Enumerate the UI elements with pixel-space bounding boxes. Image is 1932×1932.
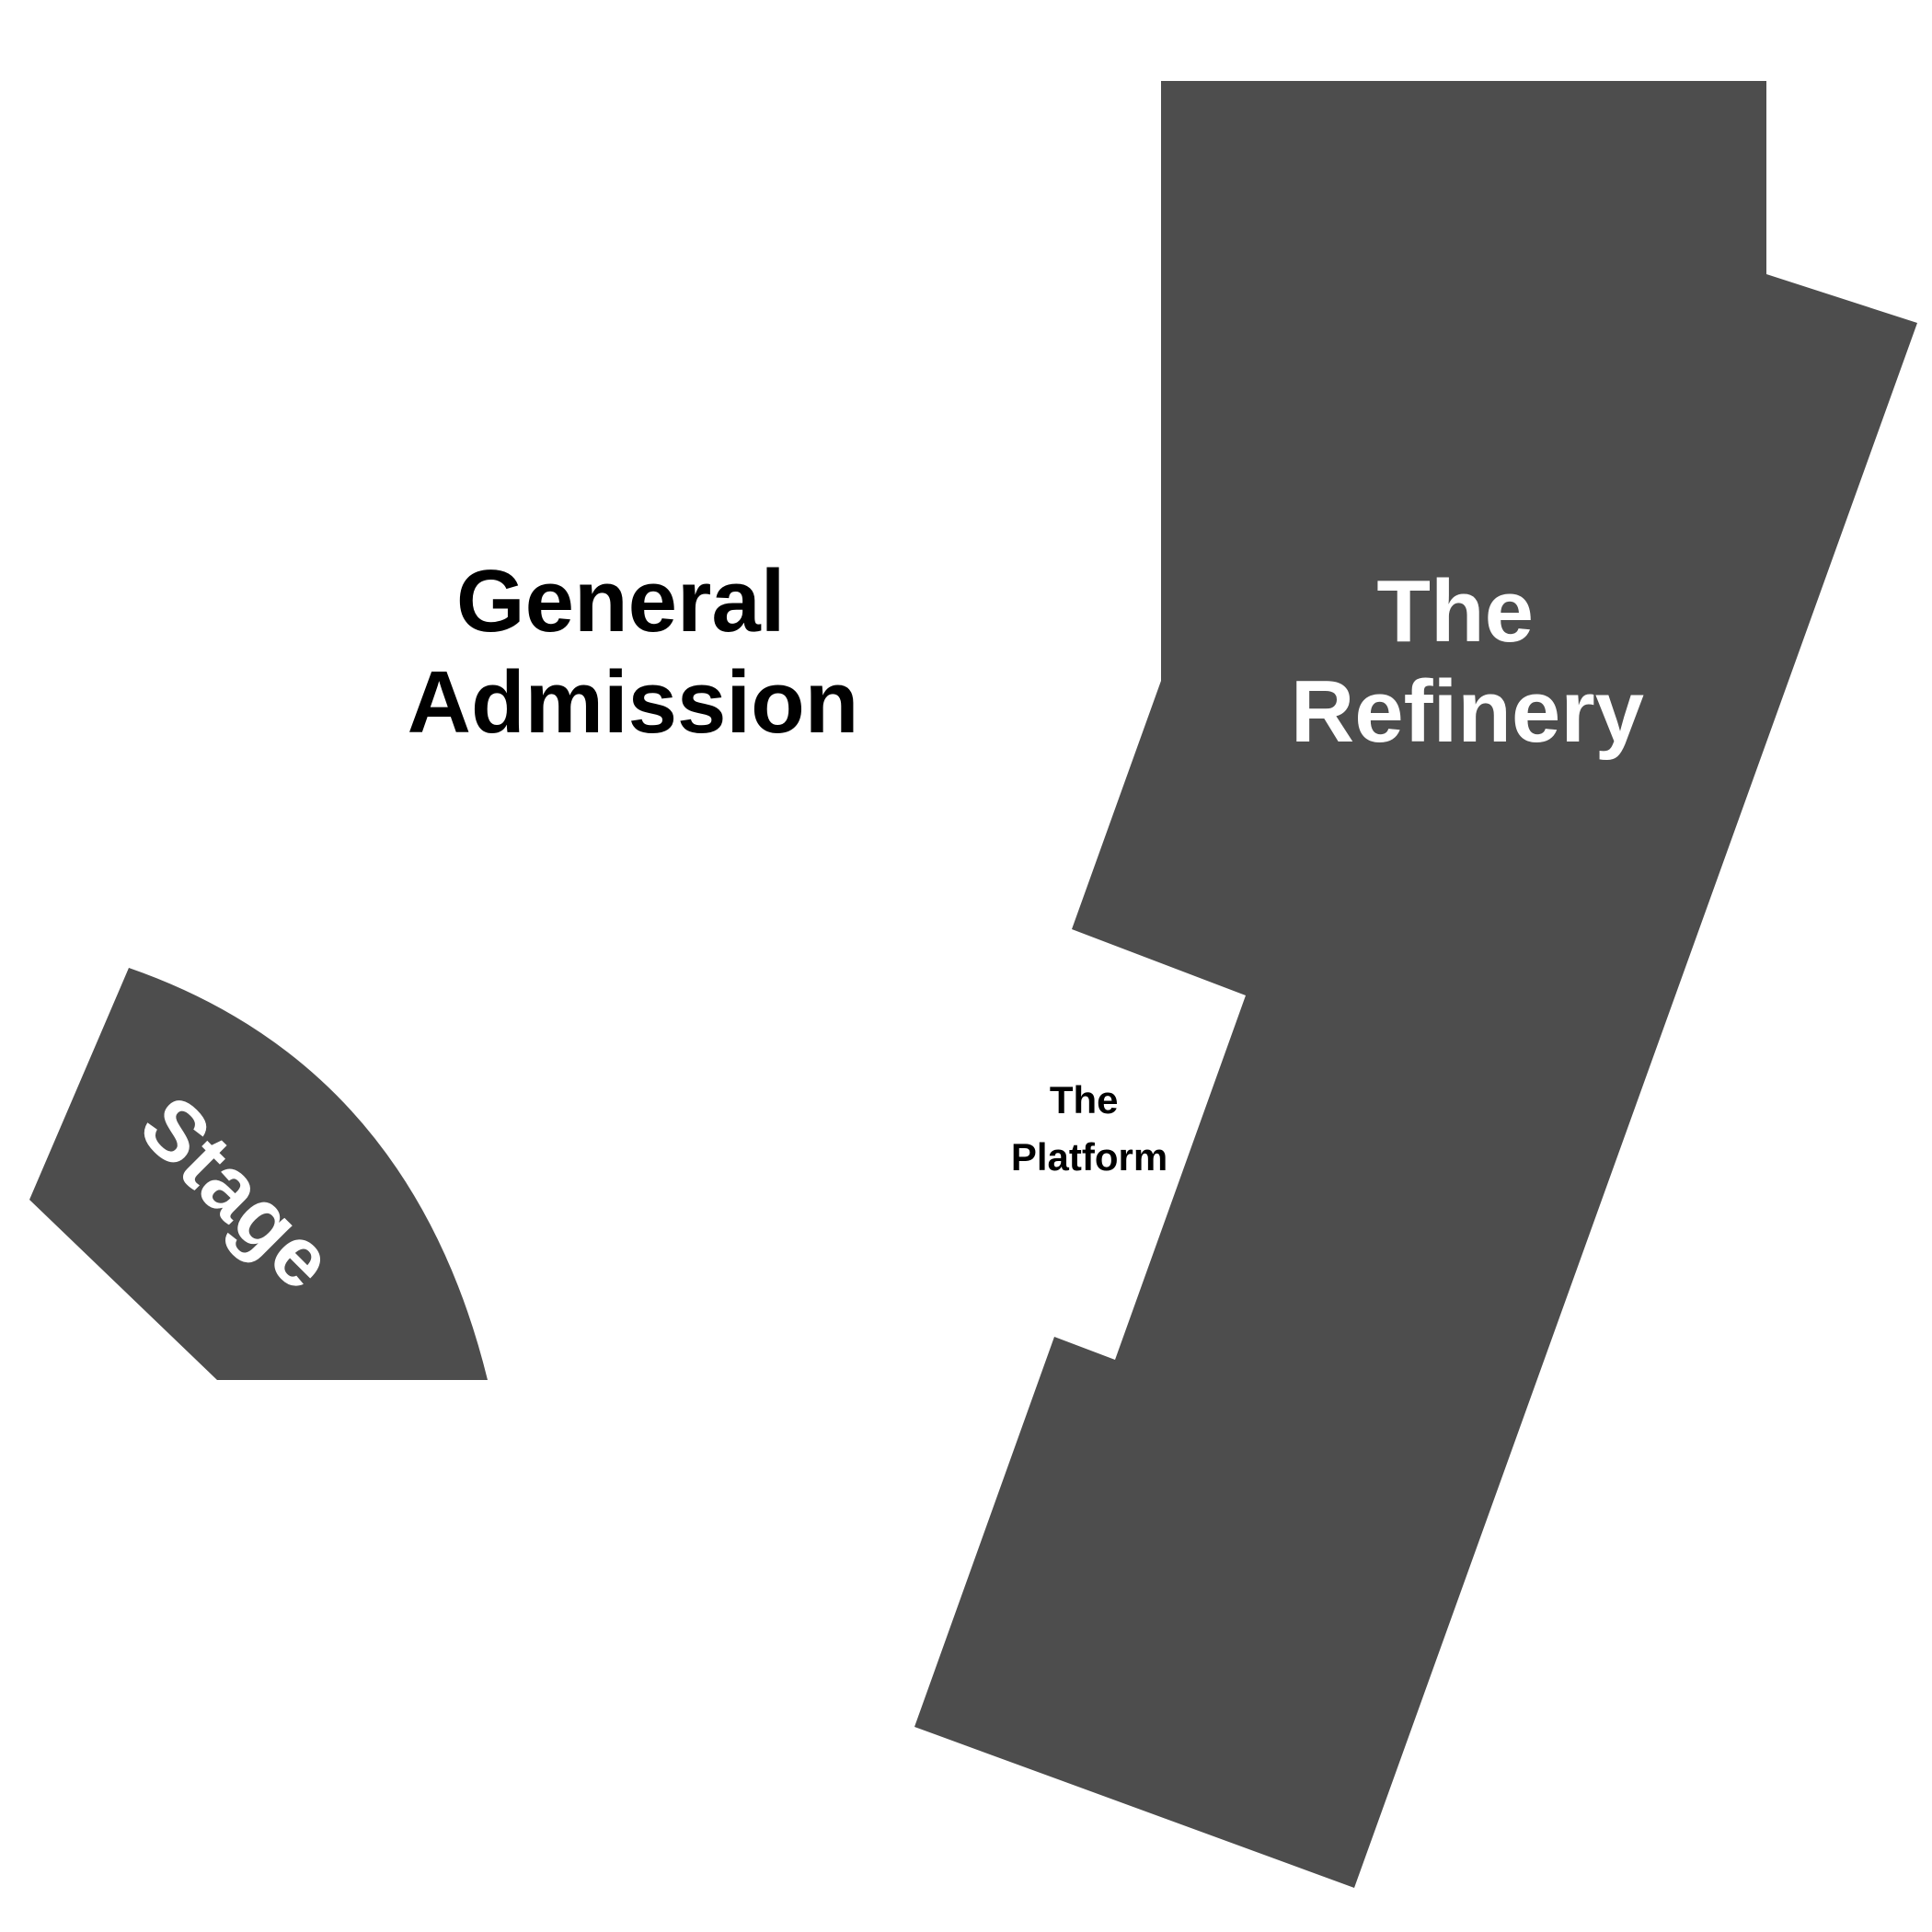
refinery-label-line2: Refinery (1291, 662, 1644, 761)
section-stage[interactable]: Stage (29, 968, 488, 1380)
section-refinery[interactable]: The Refinery (914, 81, 1917, 1888)
general-admission-label-line2: Admission (408, 653, 859, 752)
section-platform[interactable]: The Platform (1011, 929, 1246, 1360)
refinery-label-line1: The (1376, 562, 1534, 661)
refinery-shape[interactable] (914, 81, 1917, 1888)
refinery-label: The Refinery (1291, 562, 1644, 761)
platform-label-line1: The (1050, 1078, 1119, 1121)
platform-label-line2: Platform (1011, 1135, 1167, 1179)
platform-label: The Platform (1011, 1078, 1167, 1179)
section-general-admission[interactable]: General Admission (0, 0, 1159, 1748)
general-admission-area[interactable] (0, 0, 1159, 1748)
general-admission-label: General Admission (408, 552, 859, 752)
stage-shape[interactable] (29, 968, 488, 1380)
general-admission-label-line1: General (456, 552, 786, 650)
